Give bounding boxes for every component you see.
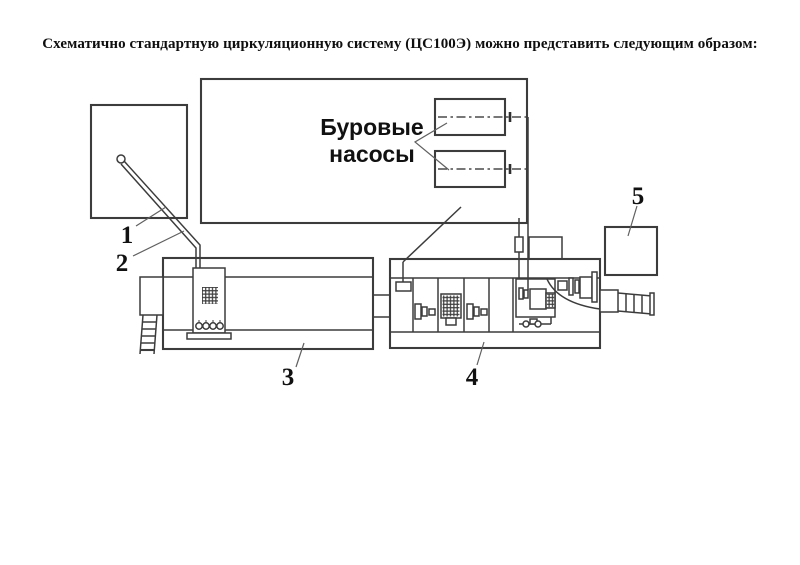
callout-5-label: 5: [632, 183, 645, 210]
shale-shaker: [186, 267, 232, 340]
callout-4: 4: [466, 341, 485, 391]
callout-2-leader: [132, 230, 185, 257]
agitator-c-body: [466, 303, 474, 320]
roller: [209, 322, 217, 330]
callout-4-leader: [476, 341, 485, 366]
mixer-d-screen: [546, 293, 555, 308]
agitator-a-coupling: [421, 306, 428, 317]
callout-1-label: 1: [121, 222, 134, 249]
reserve-box-outline: [603, 225, 659, 277]
callout-3: 3: [282, 342, 305, 391]
mixer-d-valve: [534, 320, 542, 328]
agitator-a-motor: [428, 308, 436, 316]
ladder: [139, 314, 158, 355]
pumps-label: Буровые насосы: [320, 114, 450, 171]
callout-1: 1: [121, 206, 167, 249]
hose-rail-top: [617, 292, 653, 297]
tank-4: [388, 206, 602, 350]
callout-2: 2: [116, 230, 185, 277]
mixer-d-coupling: [523, 289, 529, 299]
flowline-pipe-lower: [120, 163, 197, 268]
callout-5: 5: [627, 183, 645, 237]
screen-unit-b-mesh: [442, 295, 460, 317]
suction-pump-set: [546, 271, 601, 310]
shale-shaker-screen: [202, 287, 218, 304]
roller: [202, 322, 210, 330]
pump-set-block: [557, 280, 568, 291]
pump-set-motor: [579, 276, 593, 299]
screen-unit-b: [440, 293, 462, 326]
callout-4-label: 4: [466, 364, 479, 391]
shale-shaker-base: [186, 332, 232, 340]
mixer-unit-d: [515, 278, 556, 328]
roller: [216, 322, 224, 330]
pump-set-flange: [591, 271, 598, 303]
suction-chute: [546, 278, 601, 310]
wellhead-box: [89, 103, 201, 268]
tank-3-platform: [139, 276, 164, 316]
outlet-hose: [599, 289, 655, 316]
pump-set-disc: [574, 279, 580, 294]
screen-unit-b-outlet: [445, 317, 457, 326]
rig-block-outline: [199, 77, 529, 225]
wellhead-box-outline: [89, 103, 189, 220]
callout-3-leader: [295, 342, 305, 368]
hose-end-cap: [649, 292, 655, 316]
mixer-d-hopper: [529, 288, 547, 310]
roof-shed: [528, 236, 563, 260]
callout-3-label: 3: [282, 364, 295, 391]
roller: [195, 322, 203, 330]
rig-block: [199, 77, 529, 225]
pump-set-disc: [568, 277, 574, 296]
pumps-label-line2: насосы: [329, 141, 415, 167]
mixer-d-valve: [522, 320, 530, 328]
agitator-c: [466, 303, 488, 320]
discharge-pipes: [514, 117, 529, 290]
agitator-c-coupling: [473, 306, 480, 317]
pumps-label-line1: Буровые: [320, 114, 423, 140]
page-title: Схематично стандартную циркуляционную си…: [42, 36, 758, 52]
tank-3: [139, 256, 375, 355]
agitator-c-motor: [480, 308, 488, 316]
flag-box: [395, 281, 412, 292]
reserve-box: [603, 225, 659, 277]
pumps-label-leader: [413, 122, 450, 171]
mixer-d-pump: [518, 287, 524, 300]
rig-return-line: [402, 206, 462, 263]
ladder-rail-left: [139, 314, 144, 355]
ladder-rail-right: [153, 314, 158, 355]
tank-connector: [373, 294, 390, 318]
agitator-a-body: [414, 303, 422, 320]
mud-pumps: [433, 97, 526, 189]
outlet-box: [599, 289, 619, 313]
pipe-fitting: [514, 236, 524, 253]
callout-1-leader: [135, 206, 167, 227]
callout-5-leader: [627, 205, 638, 237]
callout-2-label: 2: [116, 250, 129, 277]
agitator-a: [414, 303, 436, 320]
swivel-circle: [116, 154, 126, 164]
flowline-pipe-upper: [123, 160, 201, 268]
hose-rail-bottom: [617, 310, 653, 315]
